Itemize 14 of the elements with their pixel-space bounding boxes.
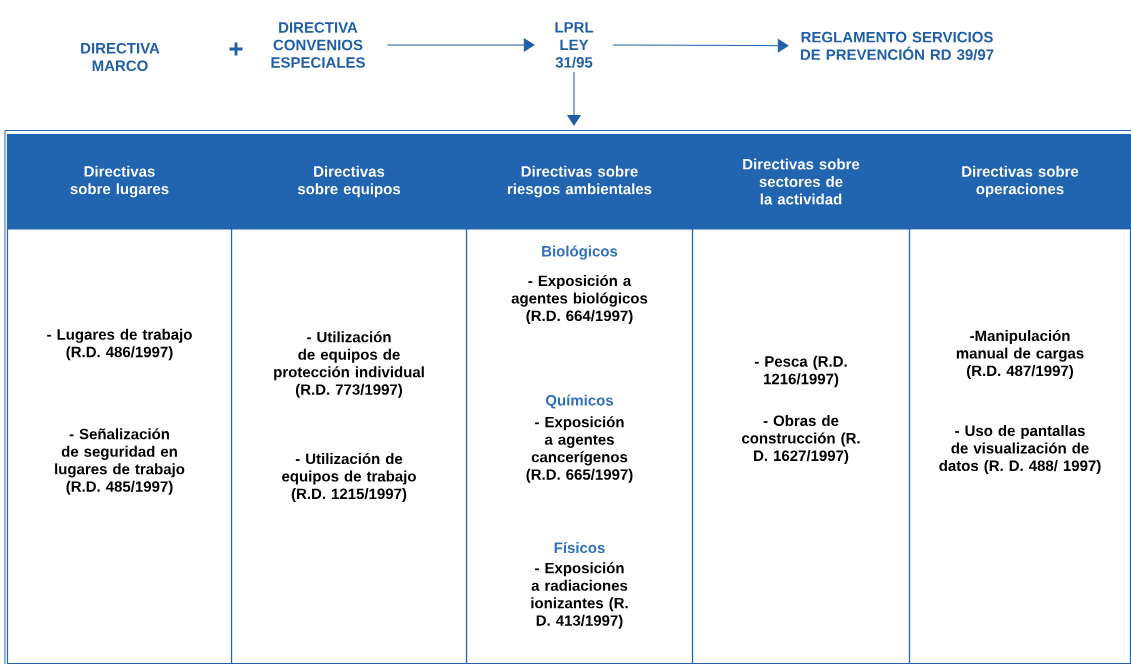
- table-column: Directivas sobre riesgos ambientales Biológicos - Exposición a agentes biológicos (R.D. 664/1997) Químicos - Exposición a agentes cancerígenos (R.D. 665/1997) Físicos - Exposición a radiaciones ionizantes (R. D. 413/1997): [465, 133, 694, 664]
- heading-text: REGLAMENTO SERVICIOS DE PREVENCIÓN RD 39/97: [800, 31, 994, 61]
- heading-text: DIRECTIVA CONVENIOS ESPECIALES: [271, 22, 365, 68]
- table-column: Directivas sobre lugares - Lugares de trabajo (R.D. 486/1997) - Señalización de seguridad en lugares de trabajo (R.D. 485/1997): [6, 133, 233, 664]
- table-frame: [4, 130, 1131, 664]
- table-column: Directivas sobre operaciones -Manipulación manual de cargas (R.D. 487/1997) - Uso de pantallas de visualización de datos (R. D. 488/ 1997): [908, 133, 1131, 664]
- table-column: Directivas sobre sectores de la actividad - Pesca (R.D. 1216/1997) - Obras de construcción (R. D. 1627/1997): [691, 133, 911, 664]
- plus-sign: +: [229, 42, 243, 56]
- arrow: [612, 38, 789, 53]
- arrow: [386, 38, 535, 52]
- heading-text: LPRL LEY 31/95: [555, 22, 594, 68]
- arrow: [567, 71, 581, 126]
- heading-text: DIRECTIVA MARCO: [81, 42, 160, 72]
- table-column: Directivas sobre equipos - Utilización de equipos de protección individual (R.D. 773/1997) - Utilización de equipos de trabajo (R.D. 1215/1997): [230, 133, 468, 664]
